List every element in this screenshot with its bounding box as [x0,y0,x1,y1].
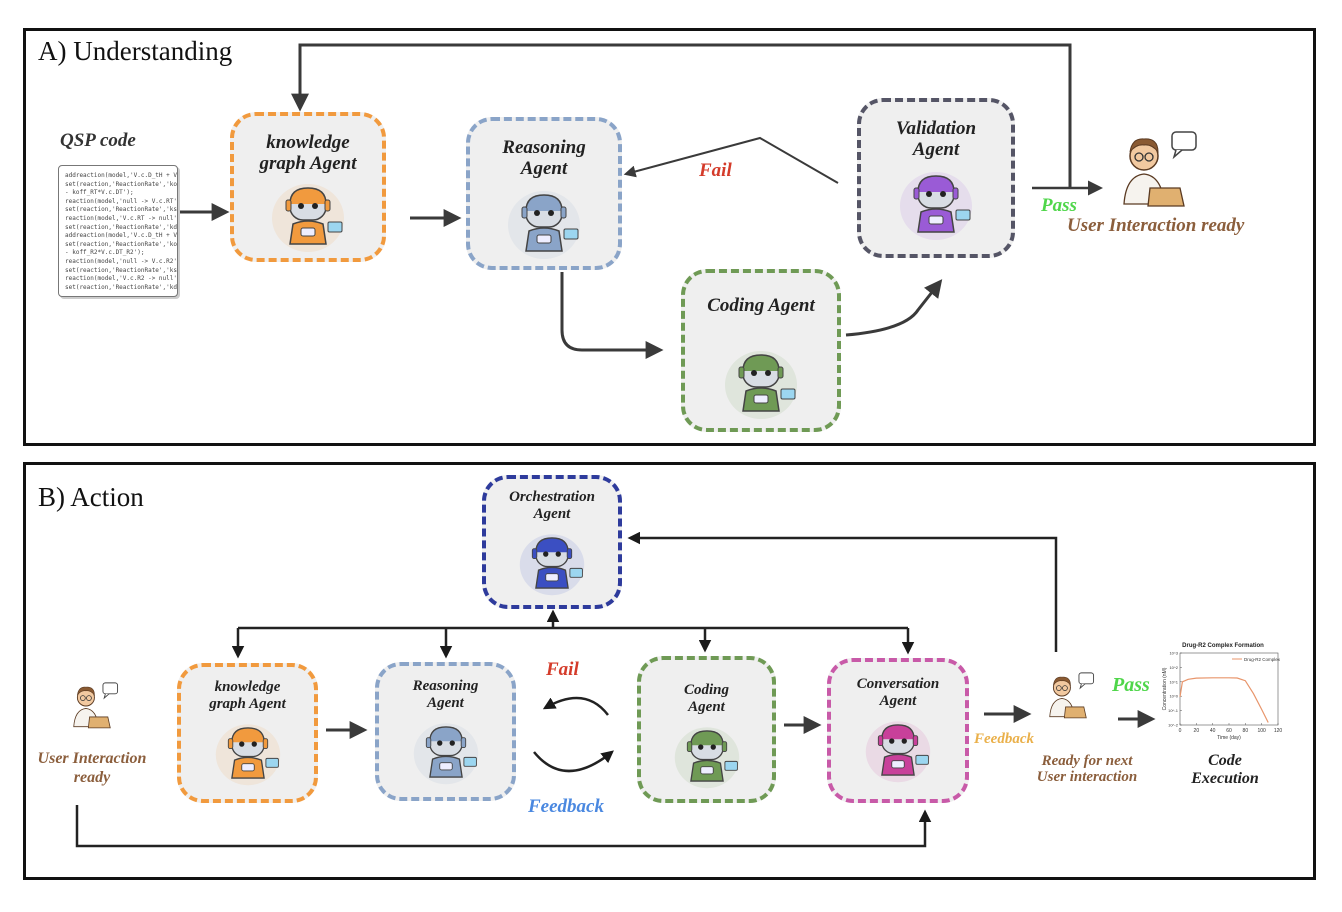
x-tick-label: 80 [1243,728,1249,734]
arrow-feedback-loop [533,750,614,773]
user-interaction-ready-label: User Interaction ready [1067,215,1245,236]
orchestration-agent-label: Orchestration Agent [509,489,595,522]
arrow-feedback-top [291,43,1072,188]
robot-icon [671,722,743,795]
user-avatar-icon-b [64,678,120,739]
y-tick-label: 10^-1 [1168,708,1179,713]
coding-agent-node-b: Coding Agent [637,656,776,803]
legend-label: Drug-R2 Complex [1244,657,1281,662]
fail-label-b: Fail [546,659,579,680]
user-avatar-icon [1108,130,1200,215]
orchestration-agent-node: Orchestration Agent [482,475,622,609]
series-line [1179,677,1269,723]
user-avatar-icon-c [1040,668,1096,729]
y-tick-label: 10^2 [1169,665,1178,670]
robot-icon [516,529,588,602]
mini-chart: Drug-R2 Complex Formation 0 20 40 60 80 100 120… [1160,637,1286,752]
coding-agent-label: Coding Agent [707,295,815,316]
reasoning-agent-node: Reasoning Agent [466,117,622,270]
conversation-agent-label: Conversation Agent [856,676,940,709]
y-tick-label: 10^-2 [1168,723,1179,728]
code-line: - koff_R2*V.c.DT_R2'); [65,249,145,257]
x-tick-label: 20 [1194,728,1200,734]
qsp-code-document: addreaction(model,'V.c.D_tH + V.c.RT <->… [58,165,178,297]
robot-icon [721,345,801,426]
x-tick-label: 120 [1274,728,1283,734]
robot-icon [896,166,976,247]
knowledge-graph-agent-node-b: knowledge graph Agent [177,663,318,803]
feedback-small-label: Feedback [974,731,1034,747]
code-line: reaction(model,'V.c.R2 -> null'); [65,275,178,283]
x-tick-label: 100 [1257,728,1266,734]
knowledge-graph-agent-label-b: knowledge graph Agent [209,679,286,712]
arrow-validation-fail [623,136,839,184]
y-tick-label: 10^3 [1169,651,1178,656]
reasoning-agent-label-b: Reasoning Agent [412,678,479,711]
validation-agent-node: Validation Agent [857,98,1015,258]
coding-agent-label-b: Coding Agent [683,682,729,715]
code-line: reaction(model,'null -> V.c.RT'); [65,197,178,205]
knowledge-graph-agent-node: knowledge graph Agent [230,112,386,262]
code-execution-label: Code Execution [1191,752,1259,787]
arrow-coding-to-validation [845,279,943,337]
pass-label: Pass [1041,195,1077,216]
validation-agent-label: Validation Agent [895,118,977,160]
code-line: reaction(model,'null -> V.c.R2'); [65,258,178,265]
reasoning-agent-label: Reasoning Agent [502,137,586,179]
code-line: set(reaction,'ReactionRate','kdeg_RT*V.c… [65,223,177,231]
robot-icon [212,719,284,792]
y-tick-label: 10^0 [1169,694,1178,699]
qsp-code-label: QSP code [60,130,136,151]
code-line: reaction(model,'V.c.RT -> null'); [65,215,178,222]
panel-a-title: A) Understanding [38,36,233,66]
panel-b-title: B) Action [38,482,144,512]
robot-icon [268,178,348,259]
pass-label-b: Pass [1112,674,1150,696]
code-line: addreaction(model,'V.c.D_tH + V.c.RT <->… [65,172,177,179]
x-tick-label: 60 [1226,728,1232,734]
coding-agent-node: Coding Agent [681,269,841,432]
x-tick-label: 40 [1210,728,1216,734]
y-tick-label: 10^1 [1169,679,1178,684]
code-line: set(reaction,'ReactionRate','kon_R2*V.c.… [65,240,177,248]
code-line: set(reaction,'ReactionRate','kon_RT*V.c.… [65,180,177,188]
code-line: set(reaction,'ReactionRate','ksyn_R2'); [65,266,177,274]
knowledge-graph-agent-label: knowledge graph Agent [259,132,357,174]
chart-plot-area [1179,652,1279,726]
y-axis-label: Concentration (nM) [1162,667,1168,710]
code-line: - koff_RT*V.c.DT'); [65,189,134,197]
x-axis-label: Time (day) [1217,735,1241,741]
reasoning-agent-node-b: Reasoning Agent [375,662,516,801]
code-line: addreaction(model,'V.c.D_tH + V.c.R2 <->… [65,232,177,240]
arrow-fail-loop [542,696,609,716]
user-interaction-ready-label-b: User Interaction ready [37,750,147,786]
robot-icon [504,185,584,266]
x-tick-label: 0 [1179,728,1182,734]
arrow-reasoning-to-coding [560,272,664,359]
panel-action [23,462,1316,880]
ready-next-label: Ready for next User interaction [1036,753,1138,785]
code-line: set(reaction,'ReactionRate','ksyn_RT'); [65,206,177,214]
robot-icon [862,716,934,789]
panel-understanding [23,28,1316,446]
robot-icon [410,718,482,791]
arrow-bottom-loop [75,805,932,848]
feedback-label-b: Feedback [528,796,604,817]
chart-title: Drug-R2 Complex Formation [1182,643,1264,649]
arrow-user-to-orch [627,531,1058,652]
code-line: set(reaction,'ReactionRate','kdeg_R2*V.c… [65,283,177,291]
fail-label: Fail [699,160,732,181]
conversation-agent-node: Conversation Agent [827,658,969,803]
